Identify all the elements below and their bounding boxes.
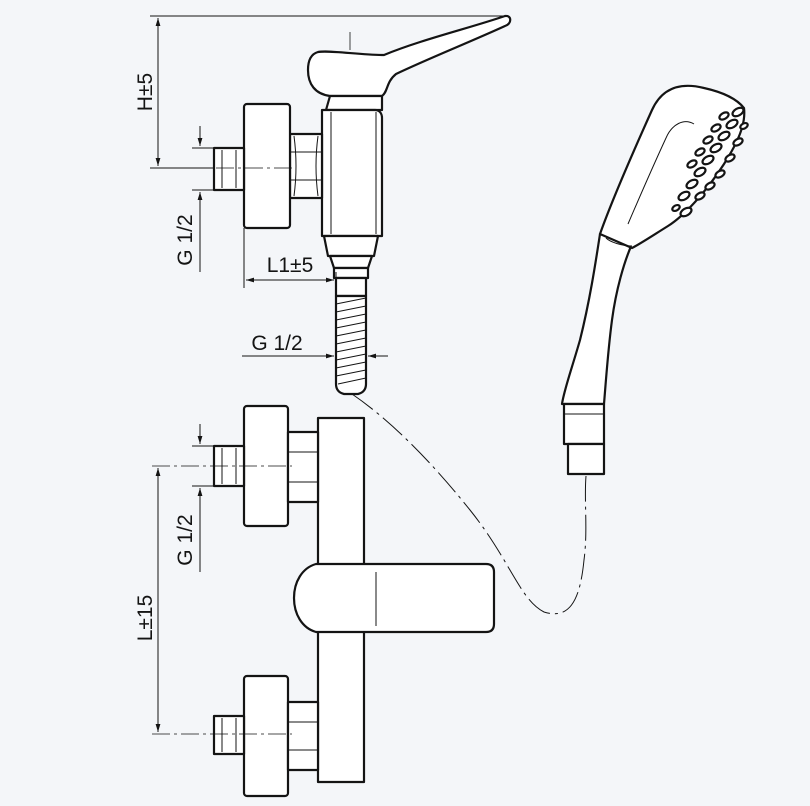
mixer-lever [292,562,496,634]
upper-wall-flange [242,102,292,230]
lower-bottom-flange [242,674,290,798]
hand-shower-head [598,84,746,250]
hose-connection-collar [334,276,368,298]
hand-shower-collar [562,402,606,446]
hose-connection-nut [332,266,370,280]
upper-lever-handle [306,14,512,98]
upper-inlet-nipple [212,146,246,192]
h-dimension-label: H±5 [134,73,157,111]
hand-shower-handle [560,232,634,406]
lower-thread-label: G 1/2 [174,514,197,565]
lower-dimensions: G 1/2 L±15 [134,424,214,732]
lower-bottom-nipple [212,714,246,756]
shower-nozzles [671,106,749,218]
diverter-neck [322,234,380,258]
l-dimension-label: L±15 [134,595,157,642]
shower-hose [351,393,587,615]
l1-dimension-label: L1±5 [267,254,314,277]
fitting-thread-label: G 1/2 [251,332,302,355]
upper-lever-neck [324,94,384,112]
upper-assembly [158,14,512,396]
lower-bottom-hex-nut [286,700,320,772]
diverter-neck-lower [328,254,374,270]
upper-dimensions: H±5 G 1/2 L1±5 G 1/2 [134,15,505,359]
hand-shower-connector [566,442,606,476]
lower-assembly [152,404,496,798]
diverter-body [320,108,384,238]
hand-shower [560,84,749,476]
upper-thread-label: G 1/2 [174,214,197,265]
threaded-fitting [334,294,368,396]
lower-top-hex-nut [286,430,320,504]
